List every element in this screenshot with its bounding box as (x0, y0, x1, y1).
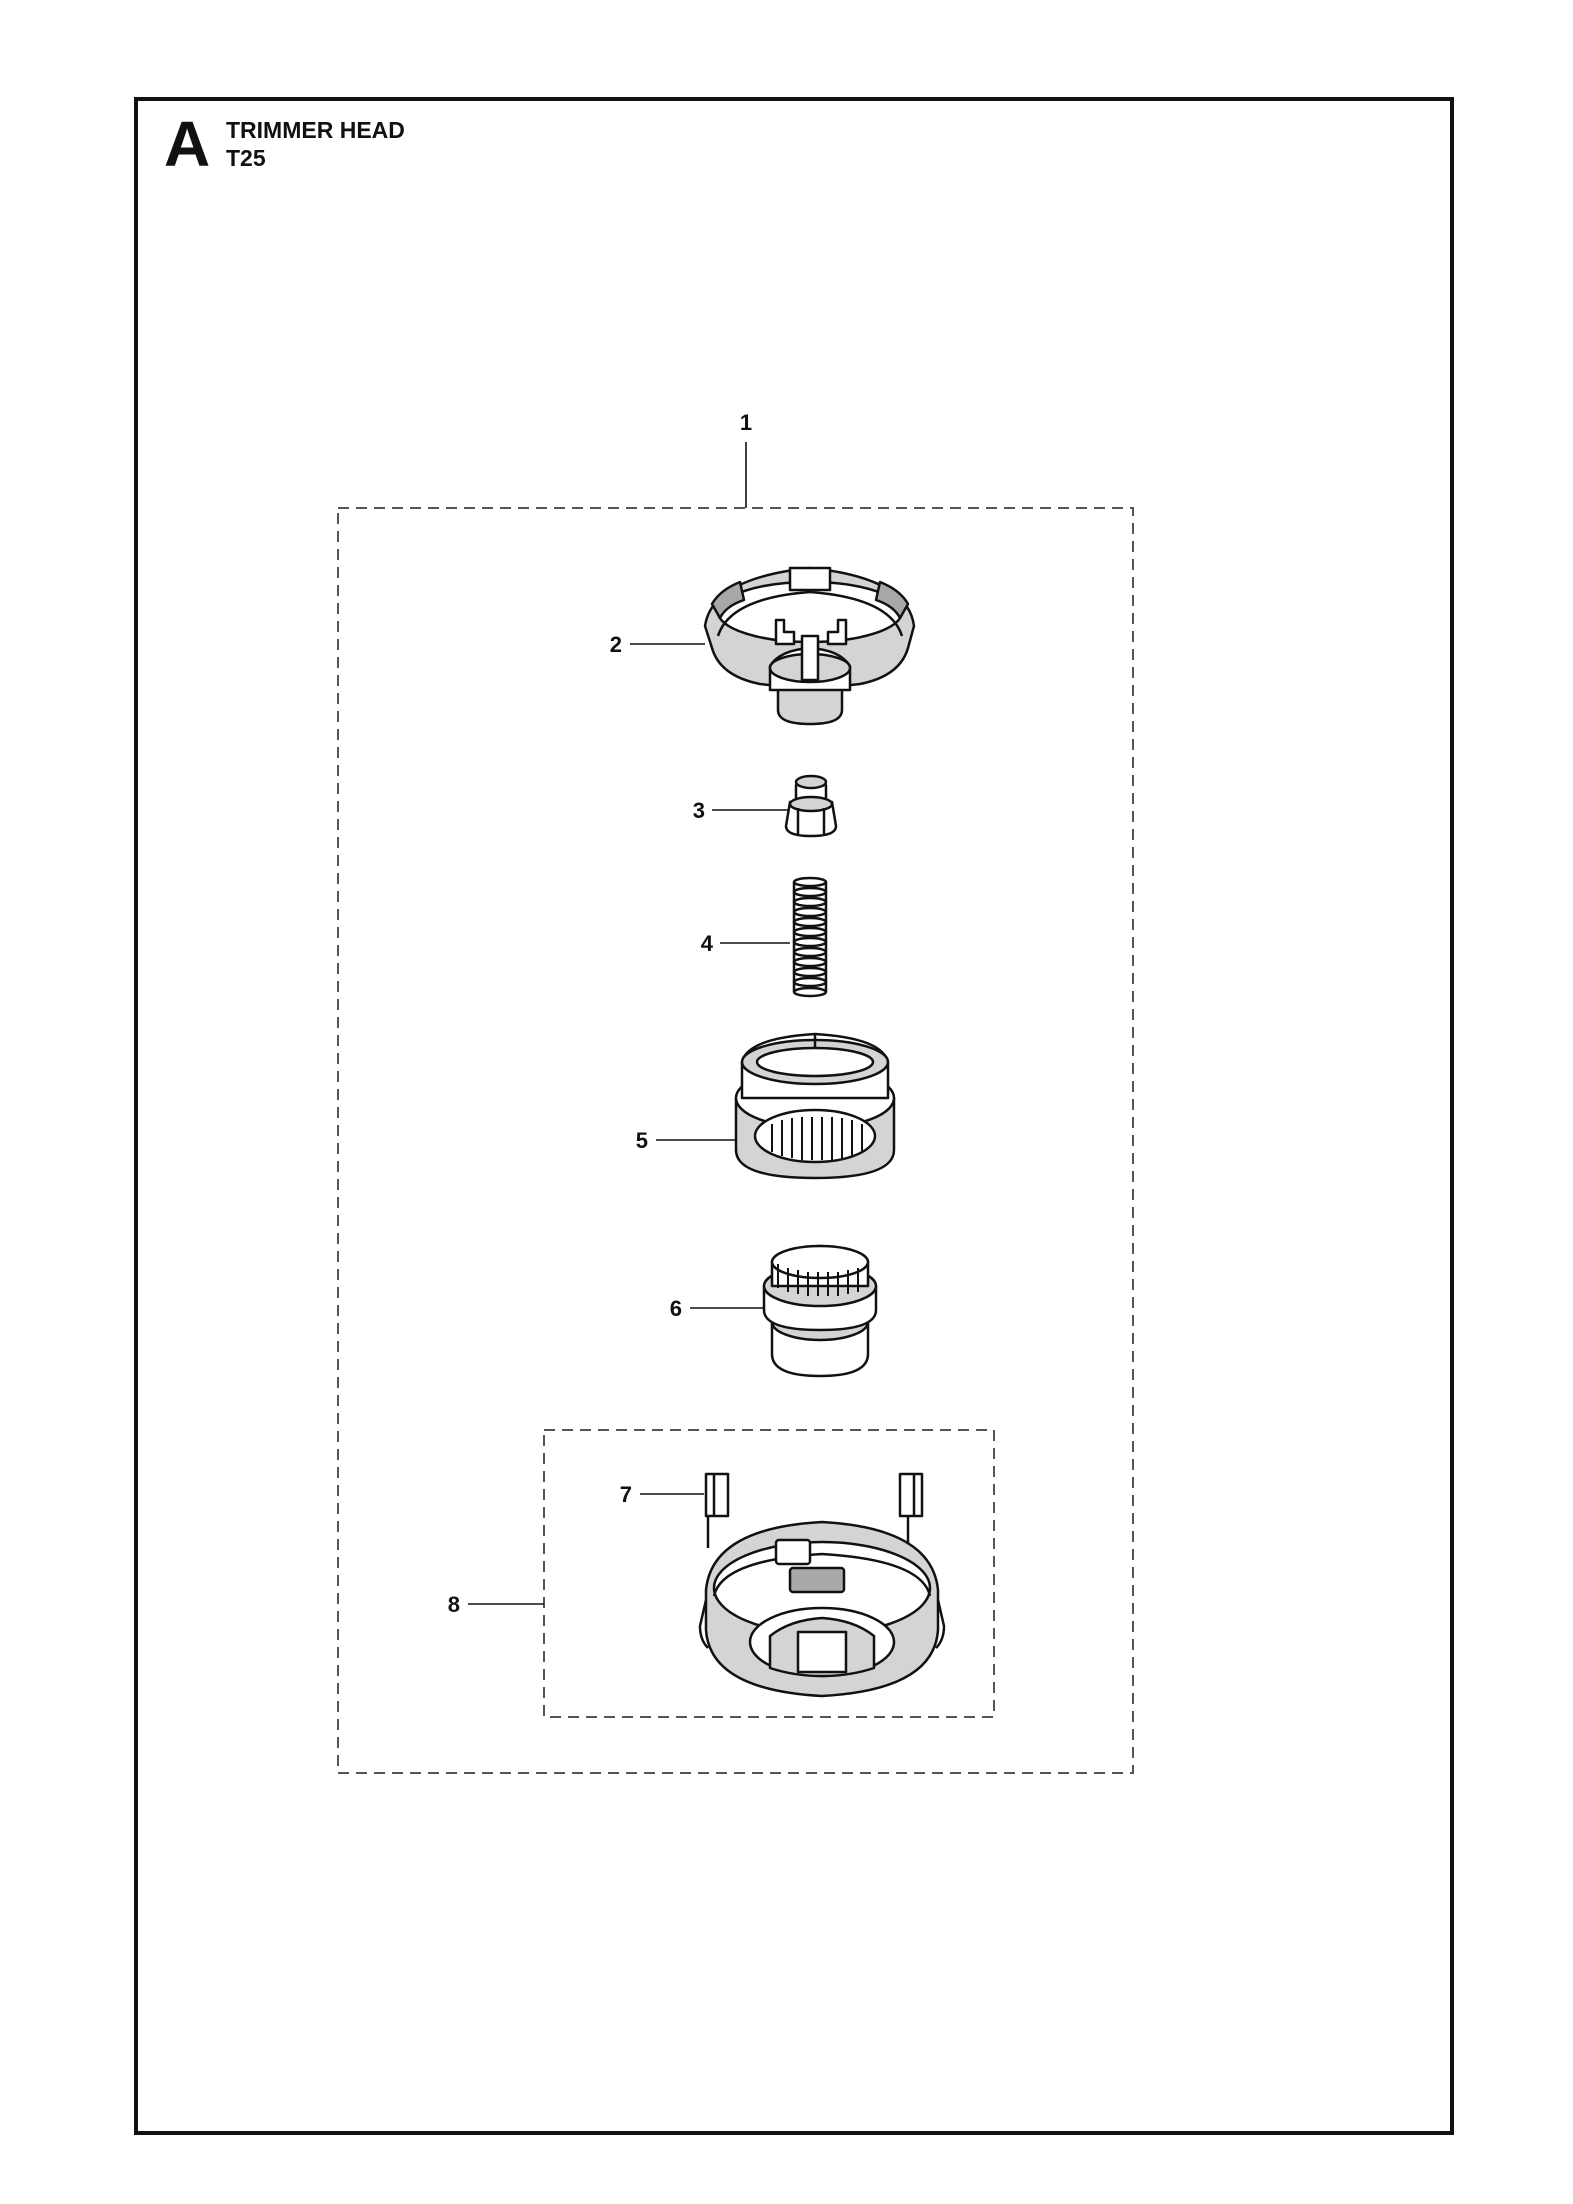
section-letter: A (164, 108, 211, 180)
assembly-boundaries (337, 507, 1134, 1774)
callout-1: 1 (740, 410, 752, 435)
hex-nut-icon (784, 774, 838, 838)
callout-5: 5 (636, 1128, 648, 1153)
leader-lines (468, 442, 792, 1605)
assembly-8-boundary (543, 1429, 995, 1718)
title-block: TRIMMER HEAD T25 (226, 117, 405, 172)
page-frame (134, 97, 1454, 2135)
callout-8: 8 (448, 1592, 460, 1617)
trimmer-head-bottom-housing-icon (698, 1520, 946, 1698)
callout-2: 2 (610, 632, 622, 657)
trimmer-head-top-cover-icon (703, 566, 916, 726)
coil-spring-icon (792, 876, 828, 998)
bump-knob-icon (762, 1244, 878, 1378)
callout-6: 6 (670, 1296, 682, 1321)
callout-3: 3 (693, 798, 705, 823)
line-spool-icon (734, 1032, 896, 1180)
assembly-1-boundary (337, 507, 1134, 1774)
eyelet-icon (704, 1472, 924, 1548)
page-title: TRIMMER HEAD (226, 117, 405, 143)
callout-7: 7 (620, 1482, 632, 1507)
callout-labels: 1 2 3 4 5 6 7 8 (448, 410, 752, 1617)
model-number: T25 (226, 144, 266, 171)
callout-4: 4 (701, 931, 714, 956)
